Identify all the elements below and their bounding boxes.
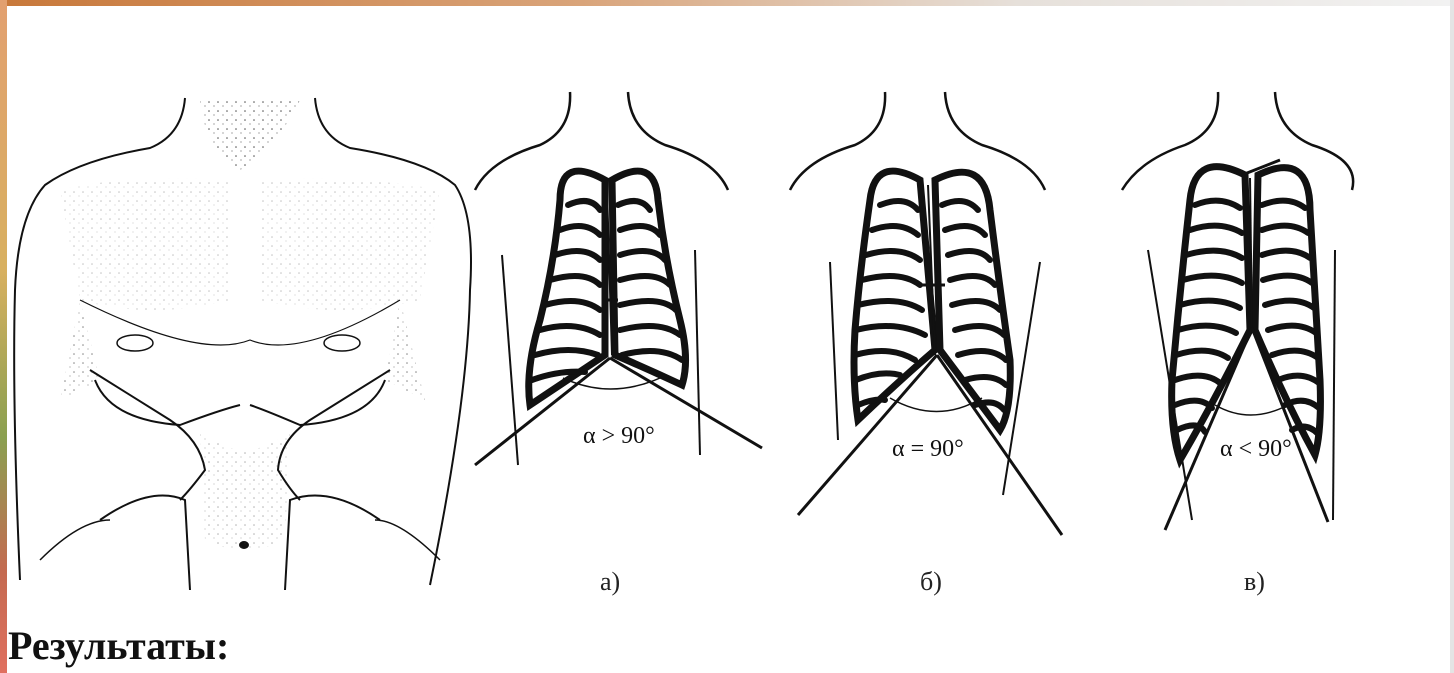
torso-shading: [60, 100, 440, 550]
caption-a: а): [600, 567, 620, 596]
caption-b: б): [920, 567, 942, 596]
ribcage-figure-v: [1122, 92, 1353, 530]
angle-label-b: α = 90°: [892, 436, 964, 462]
thorax-diagram: α > 90° α = 90° α < 90° а) б) в): [0, 0, 1454, 620]
ribcage-figure-a: [475, 92, 762, 465]
results-heading: Результаты:: [8, 622, 229, 670]
angle-label-v: α < 90°: [1220, 436, 1292, 462]
ribcage-figure-b: [790, 92, 1062, 535]
caption-v: в): [1244, 567, 1265, 596]
angle-label-a: α > 90°: [583, 423, 655, 449]
